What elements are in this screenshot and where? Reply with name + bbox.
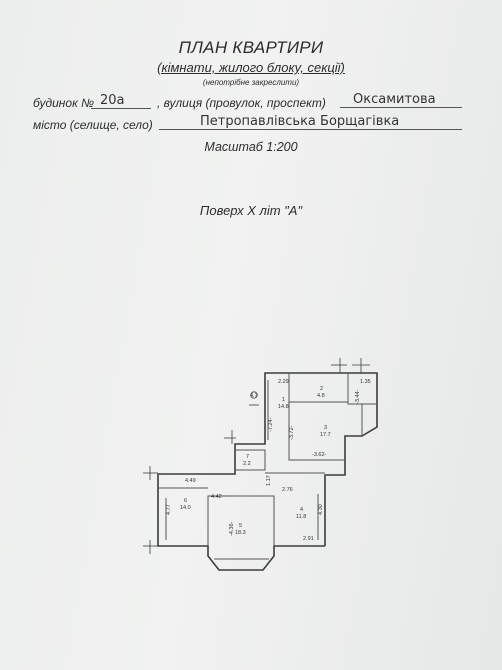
room-area: 14.0 (180, 505, 191, 511)
room-number: 6 (184, 498, 187, 504)
room-area: 17.7 (320, 432, 331, 438)
room-area: 18.3 (235, 530, 246, 536)
dim-label: 1.35 (360, 379, 371, 385)
floor-label: Поверх X літ "А" (199, 203, 303, 218)
strike-note: (непотрібне закреслити) (202, 78, 300, 87)
room-number: 3 (324, 425, 327, 431)
dim-label: 4.49 (185, 478, 196, 484)
dim-label: -3.72- (289, 425, 295, 440)
street-value: Оксамитова (353, 92, 436, 107)
dim-label: 1.17 (266, 475, 272, 486)
house-number-value: 20а (100, 93, 125, 108)
dim-label: 2.29 (278, 379, 289, 385)
scale-label: Масштаб 1:200 (204, 140, 298, 154)
room-number: 7 (246, 454, 249, 460)
dim-label: -4.36- (229, 521, 235, 536)
dimension-labels: 2.29 1.35 4.49 4.42 2.76 1.17 2.91 4.77 … (166, 379, 371, 542)
room-area: 2.2 (243, 461, 251, 467)
dim-label: 4.30 (318, 504, 324, 515)
document-title: ПЛАН КВАРТИРИ (178, 38, 324, 57)
dim-label: -3.44- (355, 389, 361, 404)
dim-label: 4.42 (211, 494, 222, 500)
dim-label: 2.91 (303, 536, 314, 542)
street-underline (340, 107, 462, 108)
room-labels: 1 14.8 2 4.8 3 17.7 4 11.8 5 18.3 6 14.0… (180, 386, 331, 536)
room-number: 2 (320, 386, 323, 392)
room-number: 1 (282, 397, 285, 403)
street-label: , вулиця (провулок, проспект) (157, 96, 326, 110)
room-area: 11.8 (296, 514, 306, 520)
room-area: 4.8 (317, 393, 325, 399)
dim-label: -3.62- (312, 452, 327, 458)
room-number: 5 (239, 523, 242, 529)
house-underline (91, 108, 151, 109)
house-label: будинок № (33, 96, 95, 110)
subtitle-text: (кімнати, жилого блоку, секції) (157, 60, 345, 75)
room-number: 4 (300, 507, 303, 513)
dim-label: 4.77 (166, 504, 172, 515)
dim-label: 2.76 (282, 487, 293, 493)
dim-label: -7.24- (268, 417, 274, 432)
plan-inner-walls (158, 373, 377, 560)
document-subtitle: (кімнати, жилого блоку, секції) (0, 60, 502, 75)
city-underline (159, 129, 462, 130)
axis-markers (143, 358, 370, 554)
city-value: Петропавлівська Борщагівка (200, 114, 400, 129)
marker-label: 4.7 (250, 393, 258, 399)
room-area: 14.8 (278, 404, 289, 410)
city-label: місто (селище, село) (33, 118, 153, 132)
plan-outer-walls (157, 372, 378, 571)
